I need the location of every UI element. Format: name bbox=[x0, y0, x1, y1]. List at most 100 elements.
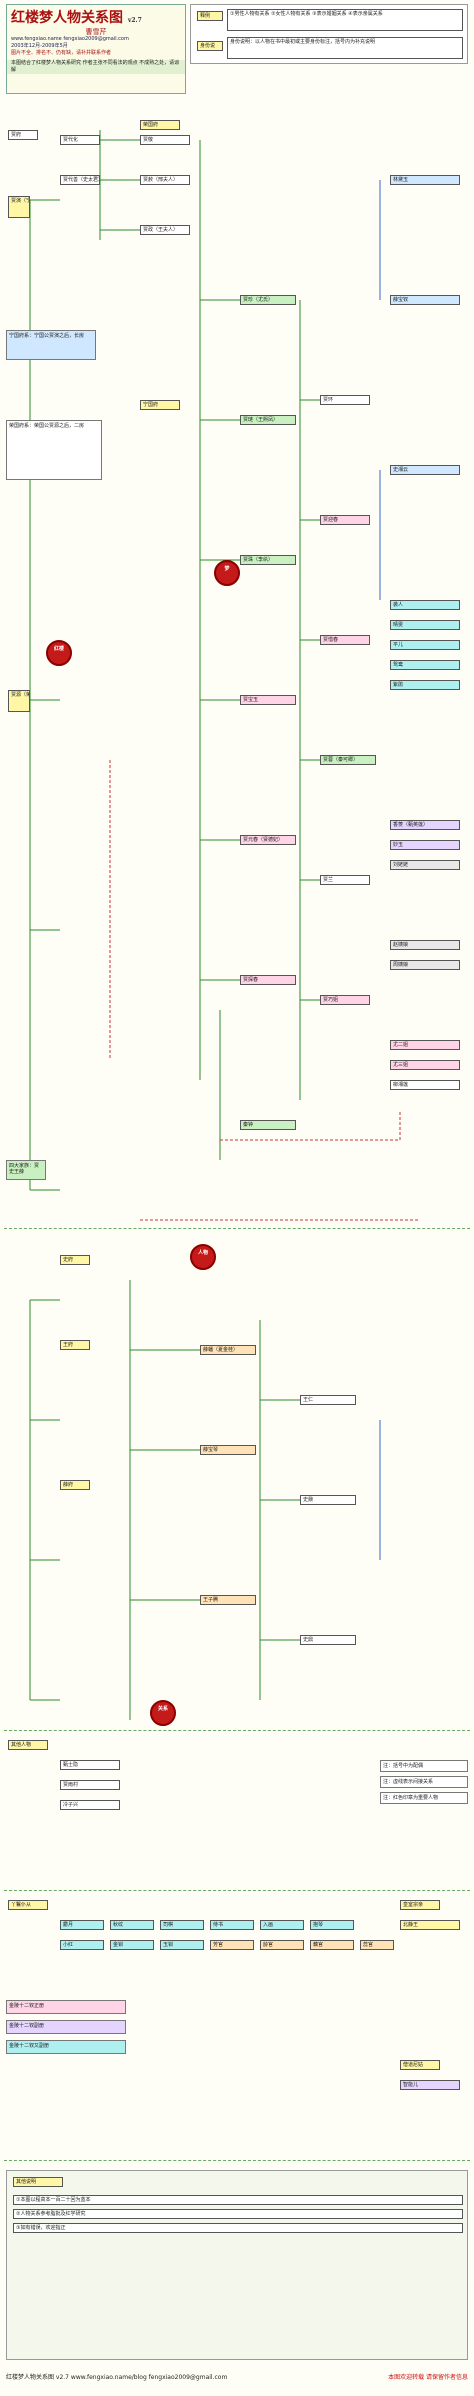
node-jia-lian: 贾琏（王熙凤） bbox=[240, 415, 296, 425]
side-note-dashed: 注：虚线表示间接关系 bbox=[380, 1776, 468, 1788]
node-jia-she: 贾赦（邢夫人） bbox=[140, 175, 190, 185]
bottom-notes-title: 其他说明 bbox=[13, 2177, 63, 2187]
node-pinger: 平儿 bbox=[390, 640, 460, 650]
seal-text-3: 人物 bbox=[197, 1250, 208, 1256]
node-you-sanjie: 尤三姐 bbox=[390, 1060, 460, 1070]
header-note: 本图结合了红楼梦人物关系研究 作者主张不同看法的观点 不成熟之处，请谅解 bbox=[7, 60, 185, 74]
node-xiaohong: 小红 bbox=[60, 1940, 104, 1950]
separator-1 bbox=[4, 1228, 470, 1229]
section-label-wang: 王府 bbox=[60, 1340, 90, 1350]
section-label-royal: 皇室宗亲 bbox=[400, 1900, 440, 1910]
separator-4 bbox=[4, 2160, 470, 2161]
node-fangguan: 芳官 bbox=[210, 1940, 254, 1950]
page-title: 红楼梦人物关系图 v2.7 bbox=[7, 5, 185, 29]
node-jia-tanchun: 贾探春 bbox=[240, 975, 296, 985]
node-ouguan: 藕官 bbox=[310, 1940, 354, 1950]
node-qingwen: 晴雯 bbox=[390, 620, 460, 630]
node-liu-xianglian: 柳湘莲 bbox=[390, 1080, 460, 1090]
node-jia-zheng: 贾政（王夫人） bbox=[140, 225, 190, 235]
node-xue-pan: 薛蟠（夏金桂） bbox=[200, 1345, 256, 1355]
node-you-erjie: 尤二姐 bbox=[390, 1040, 460, 1050]
node-wang-ren: 王仁 bbox=[300, 1395, 356, 1405]
node-jia-daishan: 贾代善（史太君） bbox=[60, 175, 100, 185]
node-yuchuan: 玉钏 bbox=[160, 1940, 204, 1950]
node-wang-ziteng: 王子腾 bbox=[200, 1595, 256, 1605]
node-jia-rong: 贾蓉（秦可卿） bbox=[320, 755, 376, 765]
node-baoqin: 抱琴 bbox=[310, 1920, 354, 1930]
node-shi-ding: 史鼎 bbox=[300, 1635, 356, 1645]
side-note-ningguo: 宁国府系：宁国公贾演之后，长房 bbox=[6, 330, 96, 360]
node-shi-xiangyun: 史湘云 bbox=[390, 465, 460, 475]
header-line-1: www.fengxiao.name fengxiao2009@gmail.com bbox=[11, 36, 129, 42]
seal-text-1: 红楼 bbox=[53, 646, 64, 652]
version-text: v2.7 bbox=[127, 17, 142, 24]
legend-label-1: 释例 bbox=[197, 11, 223, 21]
node-jinchuan: 金钏 bbox=[110, 1940, 154, 1950]
node-jia-zhen: 贾珍（尤氏） bbox=[240, 295, 296, 305]
node-siqi: 司棋 bbox=[160, 1920, 204, 1930]
side-note-spouse: 注：括号中为配偶 bbox=[380, 1760, 468, 1772]
section-label-rongguo: 荣国府 bbox=[140, 120, 180, 130]
legend-text-2: 身份说明：以人物在书中最初或主要身份标注，括号内为补充说明 bbox=[227, 37, 463, 59]
separator-2 bbox=[4, 1730, 470, 1731]
node-jia-qiaojie: 贾巧姐 bbox=[320, 995, 370, 1005]
side-note-seal: 注：红色印章为重要人物 bbox=[380, 1792, 468, 1804]
section-label-ningguo: 宁国府 bbox=[140, 400, 180, 410]
seal-text-2: 梦 bbox=[224, 566, 230, 572]
title-text: 红楼梦人物关系图 bbox=[11, 10, 123, 26]
node-miaoyu: 妙玉 bbox=[390, 840, 460, 850]
seal-stamp-4: 关系 bbox=[150, 1700, 176, 1726]
side-note-twelve-main: 金陵十二钗正册 bbox=[6, 2000, 126, 2014]
node-lin-daiyu: 林黛玉 bbox=[390, 175, 460, 185]
side-note-twelve-third: 金陵十二钗又副册 bbox=[6, 2040, 126, 2054]
legend-text-1: ①男性人物有关系 ②女性人物有关系 ③表示婚姻关系 ④表示亲属关系 bbox=[227, 9, 463, 31]
node-ruiguan: 蕊官 bbox=[360, 1940, 394, 1950]
footer-left: 红楼梦人物关系图 v2.7 www.fengxiao.name/blog fen… bbox=[6, 2374, 228, 2381]
separator-3 bbox=[4, 1890, 470, 1891]
legend-label-2: 身份说 bbox=[197, 41, 223, 51]
node-jia-yingchun: 贾迎春 bbox=[320, 515, 370, 525]
node-jia-yucun: 贾雨村 bbox=[60, 1780, 120, 1790]
subtitle-text: 曹雪芹 bbox=[85, 28, 107, 36]
node-jia-jing: 贾敬 bbox=[140, 135, 190, 145]
section-label-shi: 史府 bbox=[60, 1255, 90, 1265]
seal-stamp-3: 人物 bbox=[190, 1244, 216, 1270]
node-ruhua: 入画 bbox=[260, 1920, 304, 1930]
node-zhen-shiyin: 甄士隐 bbox=[60, 1760, 120, 1770]
node-xiren: 袭人 bbox=[390, 600, 460, 610]
node-zhao-yiniang: 赵姨娘 bbox=[390, 940, 460, 950]
side-note-four-families: 四大家族：贾史王薛 bbox=[6, 1160, 46, 1180]
node-zhinenger: 智能儿 bbox=[400, 2080, 460, 2090]
bottom-note-1: ①本图以程高本一百二十回为蓝本 bbox=[13, 2195, 463, 2205]
node-jia-baoyu: 贾宝玉 bbox=[240, 695, 296, 705]
node-jia-daihua: 贾代化 bbox=[60, 135, 100, 145]
node-shishu: 侍书 bbox=[210, 1920, 254, 1930]
node-yuanyang: 鸳鸯 bbox=[390, 660, 460, 670]
seal-text-4: 关系 bbox=[157, 1706, 168, 1712]
node-qin-zhong: 秦钟 bbox=[240, 1120, 296, 1130]
section-label-monks: 僧道尼姑 bbox=[400, 2060, 440, 2070]
section-label-xue: 薛府 bbox=[60, 1480, 90, 1490]
node-lingguan: 龄官 bbox=[260, 1940, 304, 1950]
node-jia-zhu: 贾珠（李纨） bbox=[240, 555, 296, 565]
node-jia-yuan: 贾源（荣国公） bbox=[8, 690, 30, 712]
section-label-jia: 贾府 bbox=[8, 130, 38, 140]
node-leng-zixing: 冷子兴 bbox=[60, 1800, 120, 1810]
section-label-servants: 丫鬟仆从 bbox=[8, 1900, 48, 1910]
header-line-2: 2003年12月-2009年5月 bbox=[11, 43, 68, 49]
node-xiangling: 香菱（甄英莲） bbox=[390, 820, 460, 830]
footer-right: 本图欢迎转载 请保留作者信息 bbox=[388, 2374, 468, 2381]
seal-stamp-1: 红楼 bbox=[46, 640, 72, 666]
bottom-notes-panel: 其他说明 ①本图以程高本一百二十回为蓝本 ②人物关系参考脂批及红学研究 ③如有错… bbox=[6, 2170, 468, 2360]
side-note-twelve-second: 金陵十二钗副册 bbox=[6, 2020, 126, 2034]
node-zhou-yiniang: 周姨娘 bbox=[390, 960, 460, 970]
side-note-rongguo: 荣国府系：荣国公贾源之后，二房 bbox=[6, 420, 102, 480]
header-panel: 红楼梦人物关系图 v2.7 曹雪芹 www.fengxiao.name feng… bbox=[6, 4, 186, 94]
node-shi-nai: 史鼐 bbox=[300, 1495, 356, 1505]
section-label-others: 其他人物 bbox=[8, 1740, 48, 1750]
node-zijuan: 紫鹃 bbox=[390, 680, 460, 690]
node-liu-laolao: 刘姥姥 bbox=[390, 860, 460, 870]
node-xue-baochai: 薛宝钗 bbox=[390, 295, 460, 305]
node-sheyue: 麝月 bbox=[60, 1920, 104, 1930]
